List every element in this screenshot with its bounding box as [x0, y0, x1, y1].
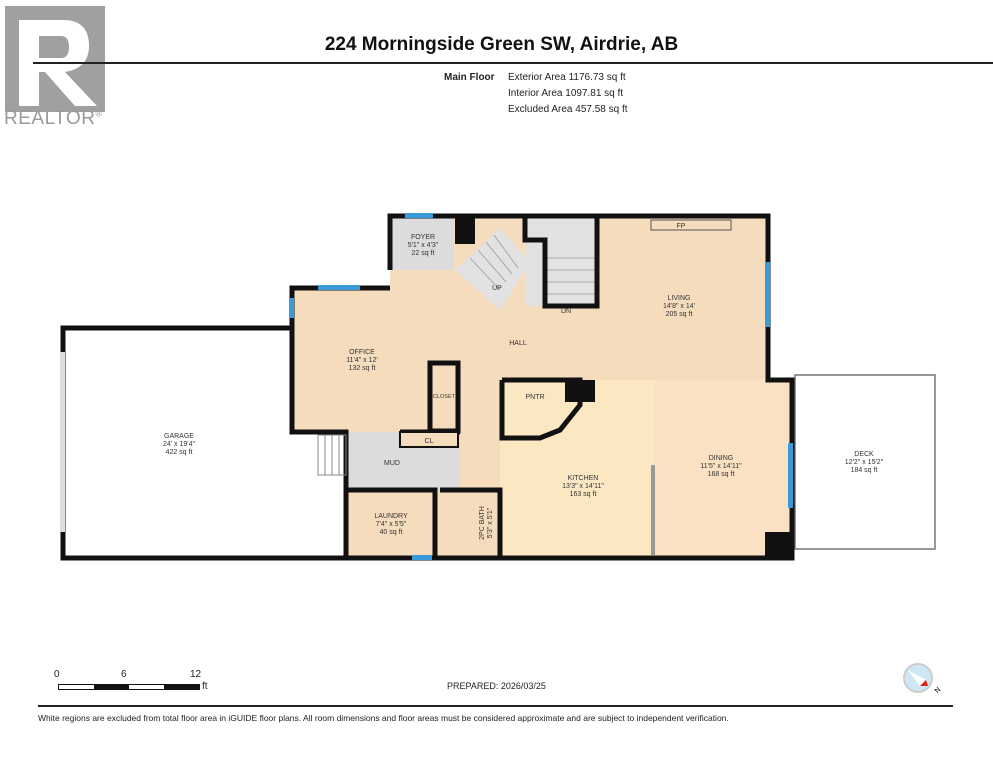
scale-bar-graphic — [58, 684, 200, 690]
garage-door — [60, 352, 65, 532]
stairs-down-label: DN — [561, 308, 571, 315]
garage-dims: 24' x 19'4" — [163, 441, 196, 448]
living-label: LIVING — [668, 295, 691, 302]
stairs-down — [525, 216, 597, 306]
scale-bar: 0 6 12 ft — [54, 669, 224, 699]
garage-label: GARAGE — [164, 433, 194, 440]
cl-label: CL — [425, 438, 434, 445]
wall-block — [765, 532, 793, 558]
office-dims: 11'4" x 12' — [346, 357, 378, 364]
garage-steps — [317, 434, 347, 476]
deck-dims: 12'2" x 15'2" — [845, 459, 884, 466]
dining-area-label: 168 sq ft — [708, 471, 735, 478]
realtor-wordmark: REALTOR® — [4, 108, 103, 129]
kitchen-label: KITCHEN — [568, 475, 599, 482]
office-area-label: 132 sq ft — [349, 365, 376, 372]
dining-area — [655, 380, 790, 556]
foyer-area — [392, 216, 454, 270]
office-label: OFFICE — [349, 349, 375, 356]
stair-treads — [469, 234, 597, 295]
mud-label: MUD — [384, 460, 400, 467]
page-title: 224 Morningside Green SW, Airdrie, AB — [324, 34, 679, 55]
dining-label: DINING — [709, 455, 734, 462]
wall-block — [455, 214, 475, 244]
divider — [33, 62, 993, 64]
fireplace — [650, 219, 732, 231]
windows — [289, 213, 793, 560]
floor-name: Main Floor — [444, 72, 495, 83]
stairs-up-label: UP — [492, 285, 502, 292]
kitchen-area-label: 163 sq ft — [570, 491, 597, 498]
compass-icon: N — [903, 663, 943, 695]
scale-unit: ft — [202, 681, 208, 692]
scale-tick: 12 — [190, 669, 202, 680]
scale-tick: 0 — [54, 669, 60, 680]
closet-label: CLOSET — [433, 394, 456, 400]
foyer-label: FOYER — [411, 234, 435, 241]
garage-area-label: 422 sq ft — [166, 449, 193, 456]
dining-dims: 11'5" x 14'11" — [700, 463, 742, 470]
foyer-area-label: 22 sq ft — [412, 250, 435, 257]
deck-area-label: 184 sq ft — [851, 467, 878, 474]
compass-north-label: N — [934, 686, 943, 695]
stairs-up — [455, 228, 530, 310]
living-area-label: 205 sq ft — [666, 311, 693, 318]
divider — [38, 705, 953, 707]
exterior-area: Exterior Area 1176.73 sq ft — [508, 72, 626, 83]
kitchen-dims: 13'3" x 14'11" — [562, 483, 604, 490]
bath-label: 2PC BATH — [479, 506, 486, 540]
deck-label: DECK — [854, 451, 874, 458]
partition — [651, 465, 655, 555]
living-dims: 14'8" x 14' — [663, 303, 695, 310]
cl-area — [399, 431, 459, 448]
prepared-date: PREPARED: 2026/03/25 — [447, 681, 546, 691]
foyer-dims: 5'1" x 4'3" — [408, 242, 439, 249]
laundry-label: LAUNDRY — [374, 513, 408, 520]
scale-tick: 6 — [121, 669, 127, 680]
fireplace-label: FP — [677, 223, 686, 230]
hall-label: HALL — [509, 340, 527, 347]
pantry-label: PNTR — [525, 394, 544, 401]
bath-dims: 5'3" x 5'1" — [487, 507, 494, 538]
office-area — [292, 288, 428, 432]
laundry-area-label: 40 sq ft — [380, 529, 403, 536]
disclaimer: White regions are excluded from total fl… — [38, 713, 729, 723]
interior-area: Interior Area 1097.81 sq ft — [508, 88, 624, 99]
laundry-dims: 7'4" x 5'5" — [376, 521, 407, 528]
wall-block — [565, 380, 595, 402]
deck-area — [794, 374, 936, 550]
excluded-area: Excluded Area 457.58 sq ft — [508, 104, 628, 115]
